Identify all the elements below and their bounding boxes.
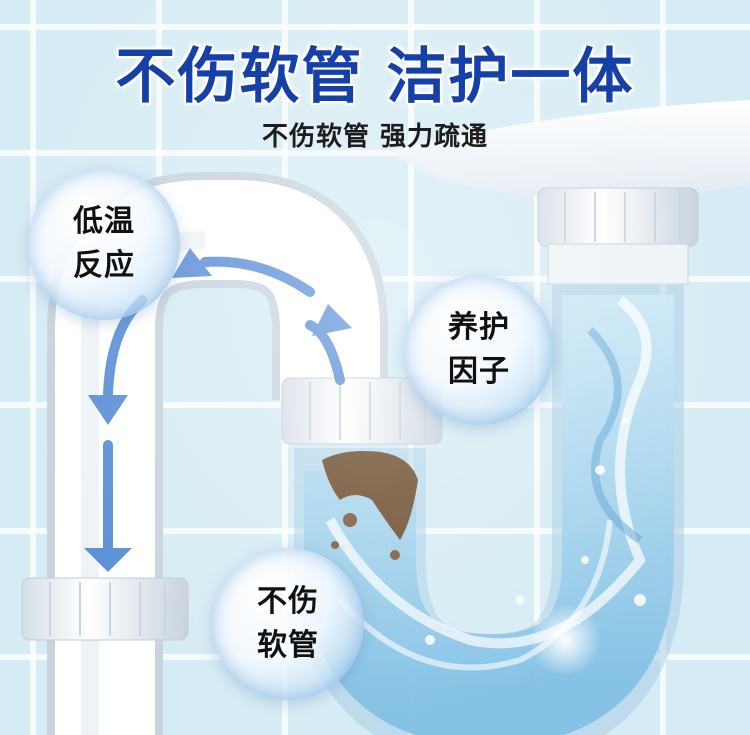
badge-line: 软管 xyxy=(257,628,319,663)
badge-line: 反应 xyxy=(73,248,135,283)
subheadline: 不伤软管 强力疏通 xyxy=(261,122,489,152)
badge-line: 低温 xyxy=(73,204,135,239)
badge-line: 不伤 xyxy=(257,584,319,619)
badge-care-factor: 养护 因子 xyxy=(404,275,554,425)
sink-basin xyxy=(390,100,750,199)
drain-fitting xyxy=(537,187,699,247)
badge-line: 因子 xyxy=(448,354,510,389)
flow-arrows xyxy=(103,256,345,560)
headline: 不伤软管 洁护一体 xyxy=(115,42,635,112)
coupling-ring-left xyxy=(21,577,189,641)
badge-low-temp-reaction: 低温 反应 xyxy=(28,168,180,320)
arrow-head xyxy=(312,304,352,336)
clog-debris xyxy=(322,451,418,540)
badge-line: 养护 xyxy=(448,310,510,345)
water-flow xyxy=(304,295,674,735)
badge-hose-safe: 不伤 软管 xyxy=(212,548,364,700)
